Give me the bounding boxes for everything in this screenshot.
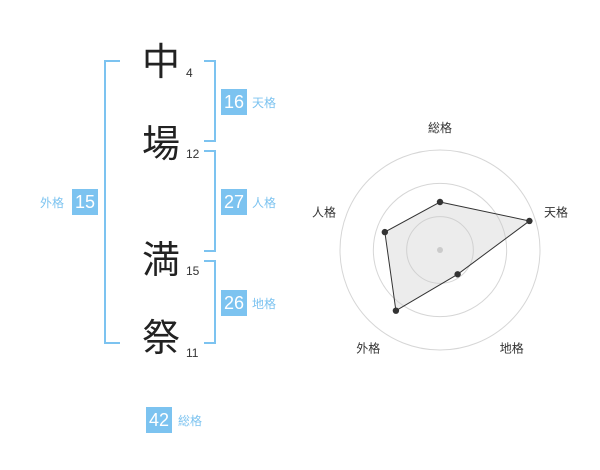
radar-axis-label-3: 地格 (500, 341, 524, 356)
chikaku-badge: 26 (221, 290, 247, 316)
chikaku-label: 地格 (252, 297, 277, 311)
radar-grid-ring (339, 149, 541, 351)
radar-point-3 (454, 271, 461, 278)
radar-axis-label-1: 総格 (428, 120, 452, 135)
gaikaku-bracket (104, 60, 120, 344)
radar-center-dot (437, 247, 443, 253)
soukaku-badge: 42 (146, 407, 172, 433)
radar-point-1 (436, 198, 444, 206)
stroke-count-3: 15 (186, 264, 200, 278)
jinkaku-badge: 27 (221, 189, 247, 215)
radar-grid-ring (406, 216, 474, 284)
tenkaku-label: 天格 (252, 96, 277, 110)
name-char-3: 満 (142, 238, 181, 282)
radar-point-4 (392, 307, 400, 314)
tenkaku-badge: 16 (221, 89, 247, 115)
radar-axis-label-2: 天格 (544, 204, 568, 219)
radar-axis-label-5: 人格 (312, 204, 336, 219)
name-char-4: 祭 (142, 316, 181, 360)
name-char-2: 場 (142, 122, 181, 166)
stroke-count-2: 12 (186, 147, 200, 161)
tenkaku-bracket (204, 60, 216, 142)
chikaku-bracket (204, 260, 216, 344)
name-char-1: 中 (142, 40, 181, 84)
stroke-count-4: 11 (186, 346, 199, 360)
stroke-count-1: 4 (186, 66, 193, 80)
radar-series-area (384, 201, 531, 312)
radar-axis-label-4: 外格 (356, 341, 380, 356)
jinkaku-label: 人格 (252, 196, 277, 210)
soukaku-label: 総格 (178, 414, 203, 428)
radar-point-2 (526, 217, 533, 225)
radar-grid-ring (372, 182, 508, 318)
gaikaku-label: 外格 (40, 196, 65, 210)
jinkaku-bracket (204, 150, 216, 252)
radar-point-5 (381, 228, 389, 236)
gaikaku-badge: 15 (72, 189, 98, 215)
